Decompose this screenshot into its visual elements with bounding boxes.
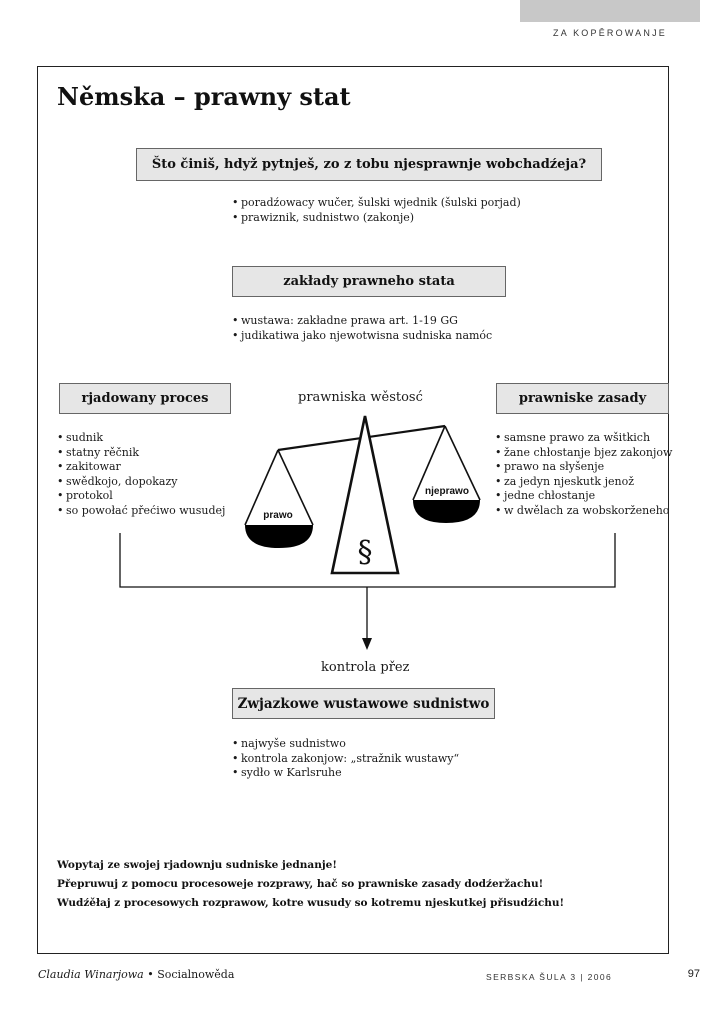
- foundations-box: zakłady prawneho stata: [232, 266, 506, 297]
- principles-label: prawniske zasady: [518, 391, 647, 406]
- right-pan: [413, 500, 480, 523]
- procedure-list: sudnik statny rěčnik zakitowar swědkojo,…: [57, 431, 225, 519]
- list-item: prawo na słyšenje: [495, 460, 672, 475]
- footer-author: Claudia Winarjowa: [38, 968, 144, 981]
- constitutional-court-box: Zwjazkowe wustawowe sudnistwo: [232, 688, 495, 719]
- question-list: poradźowacy wučer, šulski wjednik (šulsk…: [232, 196, 521, 225]
- footer-subject: Socialnowěda: [157, 968, 235, 981]
- instructions: Wopytaj ze swojej rjadownju sudniske jed…: [57, 856, 564, 913]
- scale-stand: [330, 415, 400, 575]
- procedure-box: rjadowany proces: [59, 383, 231, 414]
- list-item: wustawa: zakładne prawa art. 1-19 GG: [232, 314, 492, 329]
- footer-bullet: •: [147, 968, 158, 981]
- arrow-down-icon: [362, 638, 372, 650]
- instruction-line: Přepruwuj z pomocu procesoweje rozprawy,…: [57, 878, 544, 890]
- foundations-label: zakłady prawneho stata: [283, 274, 455, 289]
- list-item: judikatiwa jako njewotwisna sudniska nam…: [232, 329, 492, 344]
- left-pan-string: [277, 449, 314, 526]
- list-item: so powołać přećiwo wusudej: [57, 504, 225, 519]
- procedure-label: rjadowany proces: [81, 391, 209, 406]
- left-pan-string: [244, 449, 279, 526]
- list-item: samsne prawo za wšitkich: [495, 431, 672, 446]
- paragraph-symbol: §: [358, 535, 373, 570]
- connector-lines: [119, 533, 616, 650]
- left-pan-label: prawo: [263, 510, 292, 521]
- control-label: kontrola přez: [321, 660, 410, 675]
- page-title: Němska – prawny stat: [57, 82, 351, 111]
- list-item: protokol: [57, 489, 225, 504]
- list-item: prawiznik, sudnistwo (zakonje): [232, 211, 521, 226]
- footer-credit: Claudia Winarjowa • Socialnowěda: [38, 968, 234, 981]
- list-item: w dwělach za wobskorženeho: [495, 504, 672, 519]
- right-pan-label: njeprawo: [425, 486, 469, 497]
- foundations-list: wustawa: zakładne prawa art. 1-19 GG jud…: [232, 314, 492, 343]
- page-number: 97: [687, 968, 700, 980]
- list-item: žane chłostanje bjez zakonjow: [495, 446, 672, 461]
- constitutional-court-label: Zwjazkowe wustawowe sudnistwo: [237, 695, 490, 712]
- instruction-line: Wudźěłaj z procesowych rozprawow, kotre …: [57, 897, 565, 909]
- principles-list: samsne prawo za wšitkich žane chłostanje…: [495, 431, 672, 519]
- list-item: poradźowacy wučer, šulski wjednik (šulsk…: [232, 196, 521, 211]
- list-item: statny rěčnik: [57, 446, 225, 461]
- list-item-continuation-text: jedne chłostanje: [504, 489, 596, 503]
- principles-box: prawniske zasady: [496, 383, 669, 414]
- footer-journal: SERBSKA ŠULA 3 | 2006: [486, 972, 613, 982]
- list-item: kontrola zakonjow: „stražnik wustawy“: [232, 752, 459, 767]
- legal-certainty-label: prawniska wěstosć: [298, 390, 423, 405]
- list-item: sudnik: [57, 431, 225, 446]
- header-gray-bar: [520, 0, 700, 22]
- list-item: swědkojo, dopokazy: [57, 475, 225, 490]
- court-list: najwyše sudnistwo kontrola zakonjow: „st…: [232, 737, 459, 781]
- header-tag: ZA KOPĚROWANJE: [553, 28, 667, 38]
- right-pan-string: [444, 425, 481, 501]
- list-item: sydło w Karlsruhe: [232, 766, 459, 781]
- question-box: Što činiš, hdyž pytnješ, zo z tobu njesp…: [136, 148, 602, 181]
- list-item: zakitowar: [57, 460, 225, 475]
- list-item: za jedyn njeskutk jenož: [495, 475, 672, 490]
- scales-of-justice-icon: prawo njeprawo §: [244, 415, 481, 575]
- question-label: Što činiš, hdyž pytnješ, zo z tobu njesp…: [151, 157, 587, 172]
- list-item: najwyše sudnistwo: [232, 737, 459, 752]
- right-pan-string: [412, 425, 446, 501]
- instruction-line: Wopytaj ze swojej rjadownju sudniske jed…: [57, 859, 337, 871]
- left-pan: [245, 525, 313, 548]
- list-item-continuation: jedne chłostanje: [495, 489, 672, 504]
